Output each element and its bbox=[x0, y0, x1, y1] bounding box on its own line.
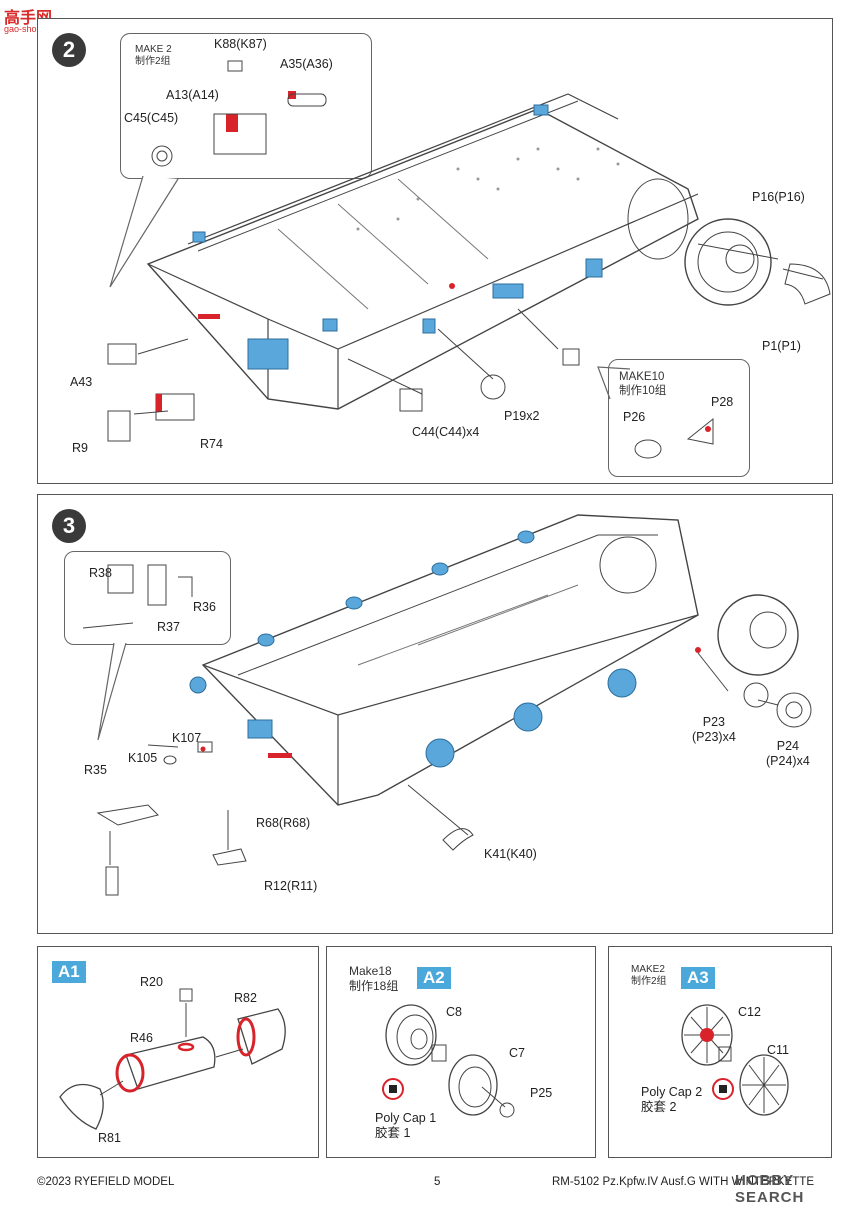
subassembly-a3-panel: MAKE2 制作2组 A3 C12 C11 Poly Cap 2 胶套 2 bbox=[608, 946, 832, 1158]
badge-a1: A1 bbox=[52, 961, 86, 983]
label-a13: A13(A14) bbox=[166, 88, 219, 102]
watermark-hobby-search: HOBBY SEARCH bbox=[735, 1172, 805, 1206]
a3-make-text: MAKE2 制作2组 bbox=[631, 964, 667, 987]
label-p25: P25 bbox=[530, 1086, 553, 1100]
label-p16: P16(P16) bbox=[752, 190, 805, 204]
step2-panel: 2 MAKE 2 制作2组 MAKE10 制作10组 P26 P28 bbox=[37, 18, 833, 484]
label-p19: P19x2 bbox=[504, 409, 540, 423]
label-r35: R35 bbox=[84, 763, 107, 777]
label-r38: R38 bbox=[89, 566, 112, 580]
label-p28: P28 bbox=[711, 395, 734, 409]
label-a43: A43 bbox=[70, 375, 93, 389]
step2-callout2-make-text: MAKE10 制作10组 bbox=[619, 371, 667, 397]
site-logo-url: gao-shou.com bbox=[4, 24, 62, 34]
label-r74: R74 bbox=[200, 437, 223, 451]
label-c12: C12 bbox=[738, 1005, 761, 1019]
label-k105: K105 bbox=[128, 751, 158, 765]
label-p1: P1(P1) bbox=[762, 339, 801, 353]
step2-number: 2 bbox=[52, 33, 86, 67]
a2-make-text: Make18 制作18组 bbox=[349, 964, 399, 993]
footer-copyright: ©2023 RYEFIELD MODEL bbox=[37, 1176, 175, 1188]
label-r12: R12(R11) bbox=[264, 879, 318, 893]
label-c8: C8 bbox=[446, 1005, 462, 1019]
label-r37: R37 bbox=[157, 620, 180, 634]
label-r68: R68(R68) bbox=[256, 816, 311, 830]
subassembly-a2-panel: Make18 制作18组 A2 C8 C7 P25 Poly Cap 1 胶套 … bbox=[326, 946, 596, 1158]
label-k88: K88(K87) bbox=[214, 37, 267, 51]
step3-number: 3 bbox=[52, 509, 86, 543]
label-r46: R46 bbox=[130, 1031, 153, 1045]
label-k107: K107 bbox=[172, 731, 202, 745]
badge-a3: A3 bbox=[681, 967, 715, 989]
step3-panel: 3 R38 R36 R37 bbox=[37, 494, 833, 934]
label-r81: R81 bbox=[98, 1131, 121, 1145]
label-p24: P24 (P24)x4 bbox=[766, 739, 810, 768]
label-r82: R82 bbox=[234, 991, 257, 1005]
label-c11: C11 bbox=[767, 1043, 790, 1057]
label-polycap1: Poly Cap 1 胶套 1 bbox=[375, 1111, 437, 1140]
step2-callout-make2: MAKE 2 制作2组 bbox=[120, 33, 372, 179]
label-c45: C45(C45) bbox=[124, 111, 179, 125]
a1-drawing bbox=[59, 988, 286, 1130]
step2-callout-make-text: MAKE 2 制作2组 bbox=[135, 44, 172, 67]
footer-page-number: 5 bbox=[434, 1176, 441, 1188]
subassembly-a1-panel: A1 R20 R82 R46 R81 bbox=[37, 946, 319, 1158]
label-k41: K41(K40) bbox=[484, 847, 537, 861]
label-polycap2: Poly Cap 2 胶套 2 bbox=[641, 1085, 703, 1114]
badge-a2: A2 bbox=[417, 967, 451, 989]
a3-drawing bbox=[681, 1004, 789, 1116]
a2-drawing bbox=[382, 1004, 515, 1118]
step3-hull-drawing bbox=[82, 514, 812, 896]
label-p23: P23 (P23)x4 bbox=[692, 715, 736, 744]
footer-product: RM-5102 Pz.Kpfw.IV Ausf.G WITH WINTERKET… bbox=[552, 1176, 814, 1188]
step2-hull-drawing bbox=[107, 60, 831, 459]
label-c7: C7 bbox=[509, 1046, 525, 1060]
label-p26: P26 bbox=[623, 410, 646, 424]
label-r9: R9 bbox=[72, 441, 88, 455]
label-a35: A35(A36) bbox=[280, 57, 333, 71]
step2-callout-make10: MAKE10 制作10组 P26 P28 bbox=[608, 359, 750, 477]
label-r20: R20 bbox=[140, 975, 163, 989]
label-r36: R36 bbox=[193, 600, 216, 614]
label-c44: C44(C44)x4 bbox=[412, 425, 480, 439]
